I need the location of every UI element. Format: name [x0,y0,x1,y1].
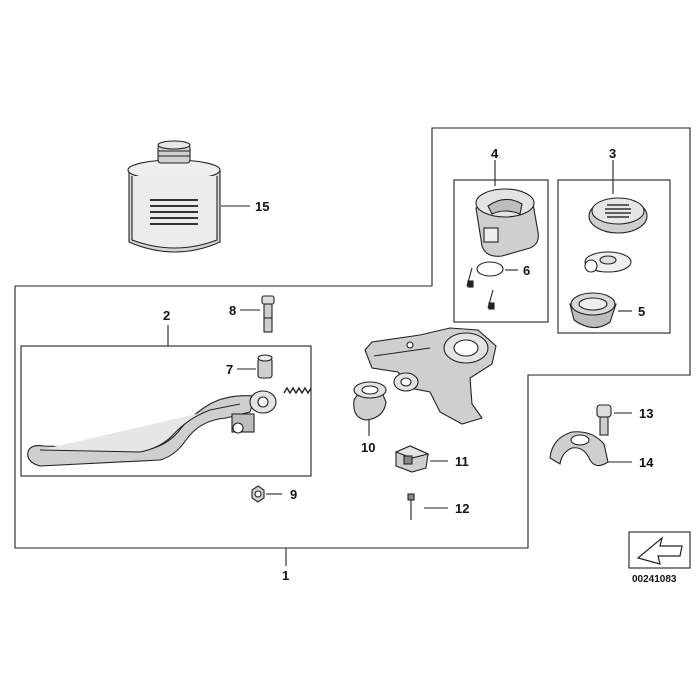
clutch-lever-icon [27,390,277,467]
diaphragm-icon [569,292,617,329]
callout-11: 11 [455,454,469,469]
callout-6: 6 [523,263,530,278]
nut-icon [251,485,265,503]
cap-plate-icon [584,251,632,273]
group-box-4 [453,179,549,323]
pivot-bolt-icon [261,295,275,333]
spring-icon [283,386,312,395]
group-box-2 [20,345,312,477]
fluid-can-icon [127,140,221,253]
group-box-3 [557,179,671,334]
orientation-arrow-icon [628,531,691,569]
sleeve-icon [257,354,273,379]
callout-9: 9 [290,487,297,502]
screw-icon [466,267,474,288]
o-ring-icon [476,261,504,277]
reservoir-cap-icon [588,197,648,234]
callout-14: 14 [639,455,654,470]
clamp-bolt-icon [596,404,612,436]
callout-5: 5 [638,304,645,319]
screw-icon [407,493,415,520]
callout-13: 13 [639,406,653,421]
callout-8: 8 [229,303,236,318]
rubber-boot-icon [353,381,387,421]
callout-12: 12 [455,501,469,516]
diagram-code: 00241083 [632,574,677,585]
callout-2: 2 [163,308,170,323]
callout-10: 10 [361,440,375,455]
callout-7: 7 [226,362,233,377]
clutch-bracket-icon [364,327,497,425]
callout-15: 15 [255,199,269,214]
callout-4: 4 [491,146,499,161]
screw-icon [487,289,495,310]
switch-icon [394,445,430,473]
callout-1: 1 [282,568,289,583]
callout-3: 3 [609,146,616,161]
assembly-outline-1 [14,127,691,549]
clamp-icon [549,431,609,467]
reservoir-icon [475,188,539,257]
